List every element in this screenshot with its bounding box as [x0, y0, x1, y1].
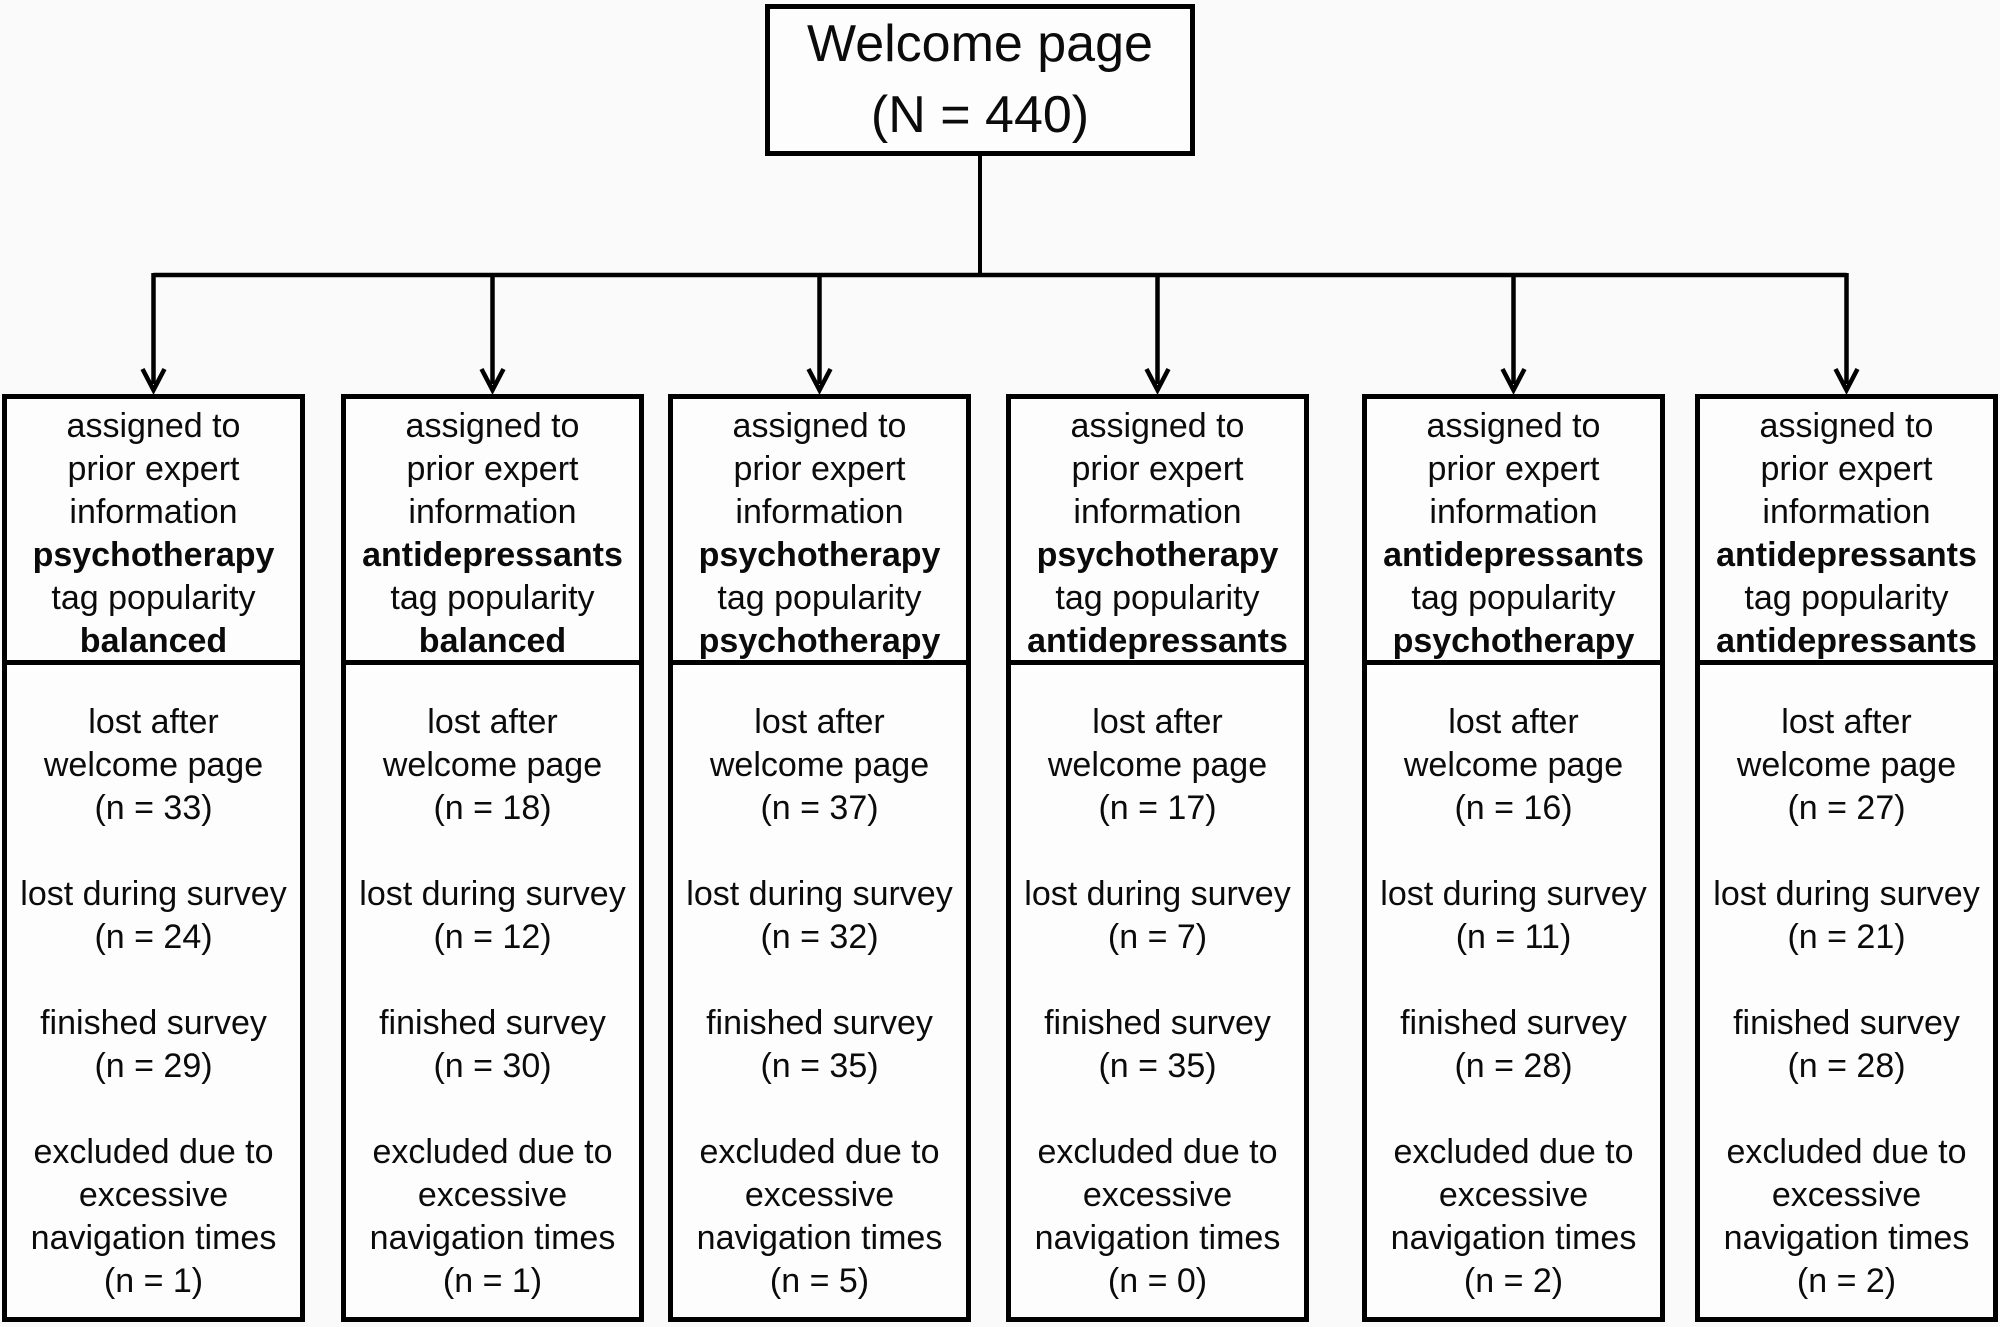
attrition-box: lost after welcome page (n = 18) lost du…: [346, 665, 639, 1317]
assignment-text: assigned to prior expert information: [66, 407, 241, 531]
arrow-down-icon: [1833, 367, 1860, 395]
assignment-text: assigned to prior expert information: [732, 407, 907, 531]
attrition-box: lost after welcome page (n = 16) lost du…: [1367, 665, 1660, 1317]
tag-popularity-label: tag popularity: [1744, 579, 1949, 617]
tag-popularity-label: tag popularity: [717, 579, 922, 617]
expert-info-value: antidepressants: [1383, 536, 1644, 574]
tag-popularity-value: antidepressants: [1027, 622, 1288, 660]
assignment-text: assigned to prior expert information: [1070, 407, 1245, 531]
stat-lost-survey: lost during survey (n = 21): [1713, 875, 1980, 956]
stat-finished: finished survey (n = 29): [40, 1004, 267, 1085]
arrow-down-icon: [479, 367, 506, 395]
stat-excluded: excluded due to excessive navigation tim…: [369, 1133, 616, 1300]
arm-column-4: assigned to prior expert information psy…: [1006, 394, 1309, 1322]
stat-lost-welcome: lost after welcome page (n = 17): [1047, 703, 1268, 827]
tag-popularity-label: tag popularity: [1055, 579, 1260, 617]
participant-count: (N = 440): [870, 86, 1090, 144]
assignment-box: assigned to prior expert information ant…: [1700, 399, 1993, 665]
assignment-text: assigned to prior expert information: [1759, 407, 1934, 531]
arm-column-3: assigned to prior expert information psy…: [668, 394, 971, 1322]
stat-finished: finished survey (n = 28): [1400, 1004, 1627, 1085]
expert-info-value: psychotherapy: [1036, 536, 1279, 574]
tag-popularity-value: antidepressants: [1716, 622, 1977, 660]
stat-finished: finished survey (n = 35): [706, 1004, 933, 1085]
stat-lost-welcome: lost after welcome page (n = 37): [709, 703, 930, 827]
stat-finished: finished survey (n = 30): [379, 1004, 606, 1085]
expert-info-value: antidepressants: [1716, 536, 1977, 574]
tag-popularity-label: tag popularity: [1411, 579, 1616, 617]
arrow-down-icon: [806, 367, 833, 395]
assignment-box: assigned to prior expert information ant…: [1367, 399, 1660, 665]
stat-lost-survey: lost during survey (n = 12): [359, 875, 626, 956]
stat-lost-welcome: lost after welcome page (n = 16): [1403, 703, 1624, 827]
stat-finished: finished survey (n = 35): [1044, 1004, 1271, 1085]
stat-excluded: excluded due to excessive navigation tim…: [1390, 1133, 1637, 1300]
stat-lost-survey: lost during survey (n = 24): [20, 875, 287, 956]
stat-excluded: excluded due to excessive navigation tim…: [30, 1133, 277, 1300]
arm-column-6: assigned to prior expert information ant…: [1695, 394, 1998, 1322]
arrow-down-icon: [1500, 367, 1527, 395]
tag-popularity-value: psychotherapy: [698, 622, 941, 660]
stat-excluded: excluded due to excessive navigation tim…: [1034, 1133, 1281, 1300]
expert-info-value: psychotherapy: [698, 536, 941, 574]
welcome-title: Welcome page: [807, 15, 1153, 73]
arm-column-5: assigned to prior expert information ant…: [1362, 394, 1665, 1322]
stat-lost-survey: lost during survey (n = 11): [1380, 875, 1647, 956]
attrition-box: lost after welcome page (n = 33) lost du…: [7, 665, 300, 1317]
tag-popularity-value: balanced: [79, 622, 228, 660]
stat-excluded: excluded due to excessive navigation tim…: [1723, 1133, 1970, 1300]
stat-finished: finished survey (n = 28): [1733, 1004, 1960, 1085]
stat-lost-welcome: lost after welcome page (n = 27): [1736, 703, 1957, 827]
stat-lost-welcome: lost after welcome page (n = 33): [43, 703, 264, 827]
attrition-box: lost after welcome page (n = 37) lost du…: [673, 665, 966, 1317]
attrition-box: lost after welcome page (n = 27) lost du…: [1700, 665, 1993, 1317]
assignment-text: assigned to prior expert information: [1426, 407, 1601, 531]
assignment-text: assigned to prior expert information: [405, 407, 580, 531]
tag-popularity-value: balanced: [418, 622, 567, 660]
expert-info-value: psychotherapy: [32, 536, 275, 574]
attrition-box: lost after welcome page (n = 17) lost du…: [1011, 665, 1304, 1317]
assignment-box: assigned to prior expert information ant…: [346, 399, 639, 665]
arrow-down-icon: [1144, 367, 1171, 395]
stat-lost-survey: lost during survey (n = 7): [1024, 875, 1291, 956]
arrow-down-icon: [140, 367, 167, 395]
tag-popularity-label: tag popularity: [51, 579, 256, 617]
tag-popularity-label: tag popularity: [390, 579, 595, 617]
stat-lost-welcome: lost after welcome page (n = 18): [382, 703, 603, 827]
assignment-box: assigned to prior expert information psy…: [7, 399, 300, 665]
assignment-box: assigned to prior expert information psy…: [1011, 399, 1304, 665]
welcome-box: Welcome page (N = 440): [765, 4, 1195, 156]
arm-column-1: assigned to prior expert information psy…: [2, 394, 305, 1322]
stat-lost-survey: lost during survey (n = 32): [686, 875, 953, 956]
expert-info-value: antidepressants: [362, 536, 623, 574]
arm-column-2: assigned to prior expert information ant…: [341, 394, 644, 1322]
stat-excluded: excluded due to excessive navigation tim…: [696, 1133, 943, 1300]
tag-popularity-value: psychotherapy: [1392, 622, 1635, 660]
assignment-box: assigned to prior expert information psy…: [673, 399, 966, 665]
